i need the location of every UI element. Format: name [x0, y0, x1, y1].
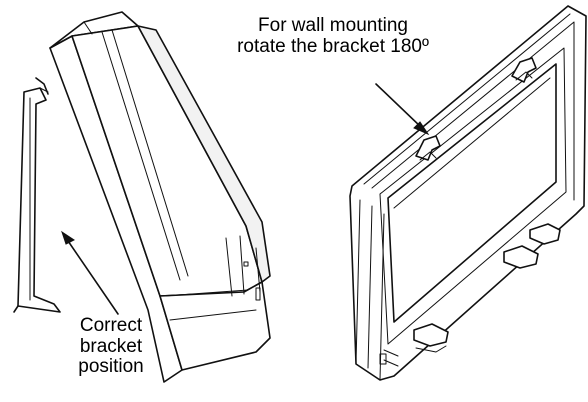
correct-position-note-line-2: bracket: [79, 335, 143, 357]
wall-bracket-frame: [349, 5, 587, 381]
device-body: [49, 11, 271, 383]
wall-mounting-note: For wall mounting rotate the bracket 180…: [202, 15, 464, 57]
wall-mounting-note-line-1: For wall mounting: [258, 15, 408, 36]
bracket-side-profile: [13, 77, 61, 313]
wall-mounting-note-line-2: rotate the bracket 180º: [237, 35, 429, 57]
wall-mounting-arrow: [375, 83, 430, 136]
correct-position-note-line-3: position: [78, 356, 144, 378]
correct-position-note-line-1: Correct: [79, 315, 143, 336]
correct-position-note: Correct bracket position: [56, 315, 166, 378]
correct-position-arrow: [61, 230, 119, 315]
